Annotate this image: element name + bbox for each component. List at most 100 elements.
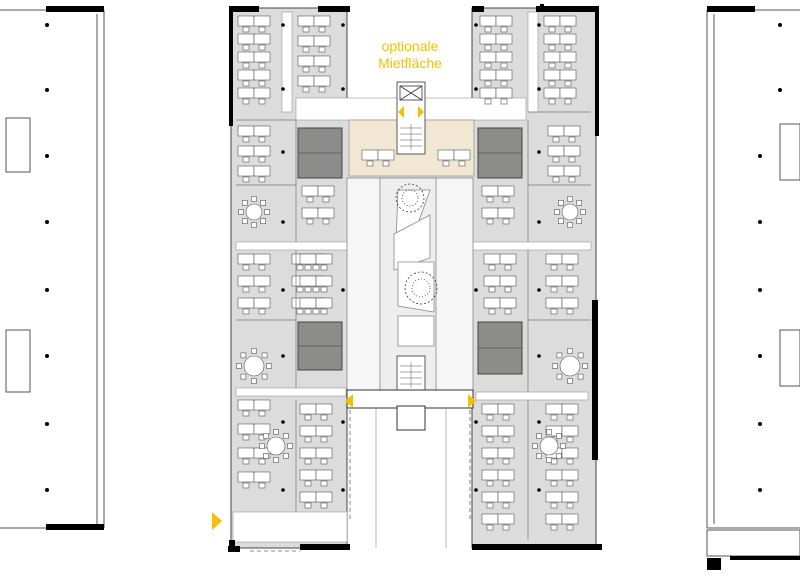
chair	[302, 26, 310, 33]
chair	[500, 80, 508, 87]
chair	[548, 26, 556, 33]
desk	[315, 425, 333, 437]
chair	[258, 62, 266, 69]
chair	[556, 433, 562, 439]
chair	[366, 160, 374, 167]
chair	[251, 348, 257, 354]
meeting-table	[559, 355, 581, 377]
chair	[550, 480, 558, 487]
chair	[258, 410, 266, 417]
desk	[499, 253, 517, 265]
desk	[481, 403, 499, 415]
chair	[296, 308, 304, 315]
chair	[484, 98, 492, 105]
chair	[242, 26, 250, 33]
desk	[297, 55, 315, 67]
desk	[315, 403, 333, 415]
chair	[304, 264, 312, 271]
facade-dashed-lines	[250, 410, 471, 552]
chair	[320, 286, 328, 293]
chair	[568, 136, 576, 143]
chair	[566, 502, 574, 509]
chair	[312, 286, 320, 293]
desk	[315, 469, 333, 481]
chair	[484, 44, 492, 51]
chair	[564, 26, 572, 33]
chair	[283, 453, 289, 459]
desk	[561, 491, 579, 503]
chair	[550, 502, 558, 509]
chair	[548, 98, 556, 105]
desk	[253, 399, 271, 411]
desk	[545, 491, 563, 503]
chair	[304, 286, 312, 293]
chair	[304, 308, 312, 315]
chair	[260, 200, 266, 206]
chair	[302, 86, 310, 93]
chair	[242, 264, 250, 271]
chair	[238, 209, 244, 215]
chair	[263, 453, 269, 459]
desk	[545, 403, 563, 415]
desk	[561, 513, 579, 525]
desk	[253, 275, 271, 287]
desk	[299, 403, 317, 415]
chair	[564, 98, 572, 105]
desk	[237, 15, 255, 27]
chair	[304, 502, 312, 509]
chair	[582, 363, 588, 369]
desk	[437, 149, 455, 161]
desk	[253, 471, 271, 483]
desk	[253, 253, 271, 265]
chair	[564, 44, 572, 51]
chair	[556, 352, 563, 359]
chair	[287, 443, 293, 449]
chair	[242, 482, 250, 489]
chair	[536, 433, 542, 439]
desk	[545, 469, 563, 481]
chair	[568, 176, 576, 183]
desk	[299, 491, 317, 503]
chair	[318, 46, 326, 53]
meeting-table	[245, 203, 263, 221]
desk	[237, 253, 255, 265]
chair	[236, 363, 242, 369]
chair	[484, 80, 492, 87]
chair	[458, 160, 466, 167]
desk	[253, 297, 271, 309]
chair	[486, 480, 494, 487]
chair	[502, 436, 510, 443]
chair	[242, 458, 250, 465]
chair	[558, 200, 564, 206]
desk	[479, 51, 497, 63]
desk	[237, 87, 255, 99]
chair	[240, 352, 247, 359]
chair	[554, 209, 560, 215]
chair	[486, 502, 494, 509]
chair	[258, 80, 266, 87]
desk	[545, 297, 563, 309]
chair	[500, 44, 508, 51]
chair	[504, 264, 512, 271]
chair	[302, 66, 310, 73]
chair	[550, 308, 558, 315]
chair	[580, 209, 586, 215]
room-partitions	[236, 111, 591, 540]
desk	[495, 51, 513, 63]
chair	[532, 443, 538, 449]
chair	[504, 286, 512, 293]
chair	[242, 62, 250, 69]
chair	[261, 373, 268, 380]
chair	[242, 434, 250, 441]
desk	[253, 145, 271, 157]
desk	[483, 253, 501, 265]
chair	[546, 457, 552, 463]
desk	[237, 275, 255, 287]
desk	[313, 75, 331, 87]
chair	[577, 352, 584, 359]
desk	[297, 15, 315, 27]
desk	[237, 145, 255, 157]
desk	[313, 15, 331, 27]
desk	[559, 87, 577, 99]
